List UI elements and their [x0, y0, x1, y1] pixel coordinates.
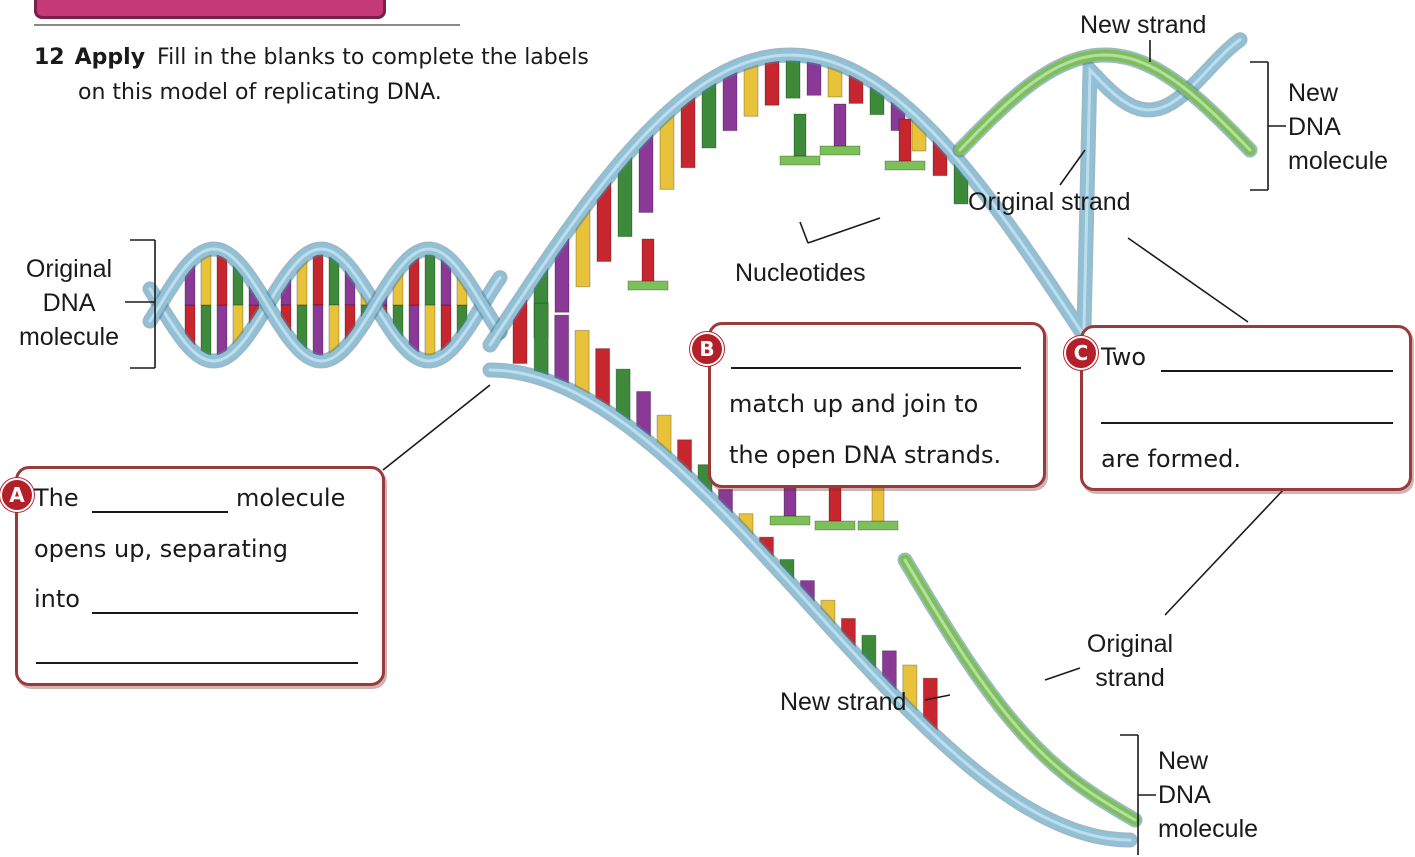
label-line: strand [1078, 661, 1182, 695]
leader-line [1128, 238, 1248, 322]
question-prompt: 12 Apply Fill in the blanks to complete th… [34, 40, 589, 110]
question-line-1: 12 Apply Fill in the blanks to complete th… [34, 40, 589, 75]
callout-box-c: Two are formed. [1080, 325, 1412, 491]
base-lower-strand [555, 315, 569, 386]
label-line: Original [8, 252, 130, 286]
label-line: New [1158, 744, 1258, 778]
leader-line [1165, 488, 1285, 615]
leader-line [383, 385, 490, 470]
nucleotide-sugar [858, 521, 898, 530]
box-b-text-3: the open DNA strands. [729, 440, 1001, 470]
box-c-blank-2[interactable] [1101, 422, 1393, 424]
badge-c: C [1064, 336, 1098, 370]
label-original-strand-top: Original strand [968, 185, 1131, 219]
label-line: molecule [1288, 144, 1388, 178]
box-b-blank-1[interactable] [731, 367, 1021, 369]
nucleotide-base [642, 239, 654, 281]
nucleotide-base [899, 119, 911, 161]
nucleotide-base [794, 114, 806, 156]
label-original-dna-molecule: Original DNA molecule [8, 252, 130, 354]
nucleotide-sugar [815, 521, 855, 530]
question-text-2: on this model of replicating DNA. [34, 75, 589, 110]
nucleotide-sugar [628, 281, 668, 290]
nucleotide-base [834, 104, 846, 146]
label-nucleotides: Nucleotides [735, 256, 866, 290]
label-line: DNA [8, 286, 130, 320]
callout-box-a: The molecule opens up, separating into [15, 466, 385, 686]
question-text-1: Fill in the blanks to complete the label… [157, 45, 589, 70]
box-b-text-2: match up and join to [729, 389, 978, 419]
badge-a: A [0, 478, 34, 512]
box-c-text-1: Two [1101, 342, 1146, 372]
label-new-strand-top: New strand [1080, 8, 1206, 42]
box-a-text-1-end: molecule [236, 483, 345, 513]
box-a-text-1: The [34, 483, 79, 513]
box-a-blank-3[interactable] [36, 662, 358, 664]
box-a-blank-2[interactable] [92, 612, 358, 614]
label-new-dna-molecule-top: New DNA molecule [1288, 76, 1388, 178]
nucleotide-sugar [780, 156, 820, 165]
box-c-text-3: are formed. [1101, 444, 1241, 474]
nucleotide-sugar [885, 161, 925, 170]
question-keyword: Apply [75, 45, 145, 70]
label-line: DNA [1288, 110, 1388, 144]
label-line: Original [1078, 627, 1182, 661]
base-lower-strand [534, 303, 548, 378]
section-header-tab [34, 0, 386, 19]
nucleotide-sugar [820, 146, 860, 155]
label-line: molecule [8, 320, 130, 354]
label-original-strand-bottom: Original strand [1078, 627, 1182, 695]
label-new-dna-molecule-bottom: New DNA molecule [1158, 744, 1258, 846]
callout-box-b: match up and join to the open DNA strand… [708, 322, 1046, 488]
label-line: molecule [1158, 812, 1258, 846]
nucleotide-sugar [770, 516, 810, 525]
box-c-blank-1[interactable] [1161, 370, 1393, 372]
leader-line [1045, 668, 1080, 680]
leader-line [808, 218, 880, 243]
box-a-text-3: into [34, 584, 80, 614]
box-a-text-2: opens up, separating [34, 534, 288, 564]
box-a-blank-1[interactable] [92, 511, 228, 513]
label-line: DNA [1158, 778, 1258, 812]
badge-b: B [690, 332, 724, 366]
question-number: 12 [34, 45, 65, 70]
label-line: New [1288, 76, 1388, 110]
header-rule [34, 24, 460, 26]
leader-line [800, 222, 808, 243]
label-new-strand-bottom: New strand [780, 685, 906, 719]
